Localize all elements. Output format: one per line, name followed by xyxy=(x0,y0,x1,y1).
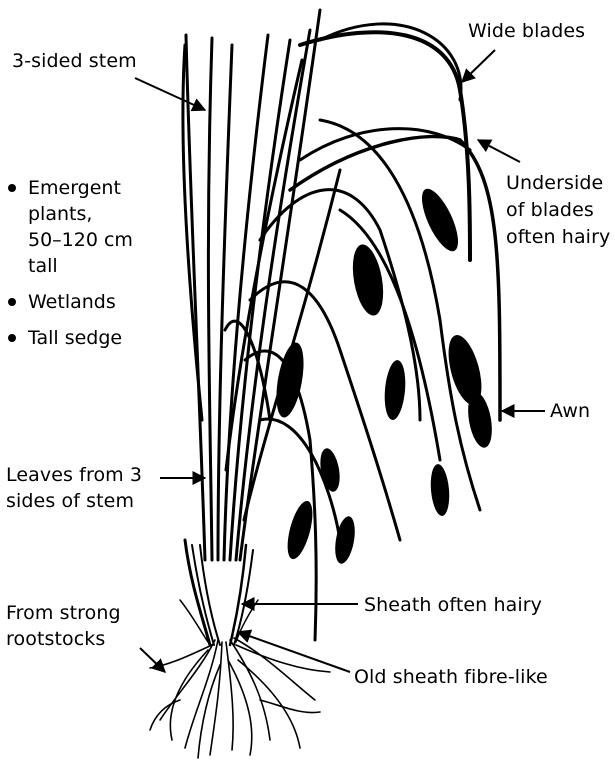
fact-line: plants, xyxy=(28,201,133,227)
bullet-icon xyxy=(8,334,16,342)
fact-item: Emergent plants, 50–120 cm tall xyxy=(6,175,133,279)
facts-list: Emergent plants, 50–120 cm tall Wetlands… xyxy=(6,175,133,361)
label-awn: Awn xyxy=(550,398,590,424)
label-underside: Underside of blades often hairy xyxy=(506,170,610,251)
fact-line: Wetlands xyxy=(28,289,133,315)
label-leaves-line1: Leaves from 3 xyxy=(6,462,142,488)
arrow-wide-blades xyxy=(462,50,495,82)
fact-item: Wetlands xyxy=(6,289,133,315)
label-leaves-line2: sides of stem xyxy=(6,488,142,514)
fact-line: Emergent xyxy=(28,175,133,201)
label-sheath-hairy: Sheath often hairy xyxy=(364,592,542,618)
fact-line: tall xyxy=(28,253,133,279)
fact-line: 50–120 cm xyxy=(28,227,133,253)
arrow-underside xyxy=(478,140,520,162)
label-stem: 3-sided stem xyxy=(12,48,137,74)
label-wide-blades: Wide blades xyxy=(468,18,585,44)
bullet-icon xyxy=(8,184,16,192)
label-rootstocks-line1: From strong xyxy=(6,600,121,626)
bullet-icon xyxy=(8,298,16,306)
arrow-rootstocks xyxy=(140,648,165,672)
label-underside-line1: Underside xyxy=(506,170,610,197)
arrow-stem xyxy=(135,78,205,110)
label-rootstocks-line2: rootstocks xyxy=(6,626,121,652)
fact-line: Tall sedge xyxy=(28,325,133,351)
label-old-sheath: Old sheath fibre-like xyxy=(354,664,548,690)
fact-item: Tall sedge xyxy=(6,325,133,351)
label-leaves: Leaves from 3 sides of stem xyxy=(6,462,142,514)
label-underside-line3: often hairy xyxy=(506,224,610,251)
label-rootstocks: From strong rootstocks xyxy=(6,600,121,652)
label-underside-line2: of blades xyxy=(506,197,610,224)
